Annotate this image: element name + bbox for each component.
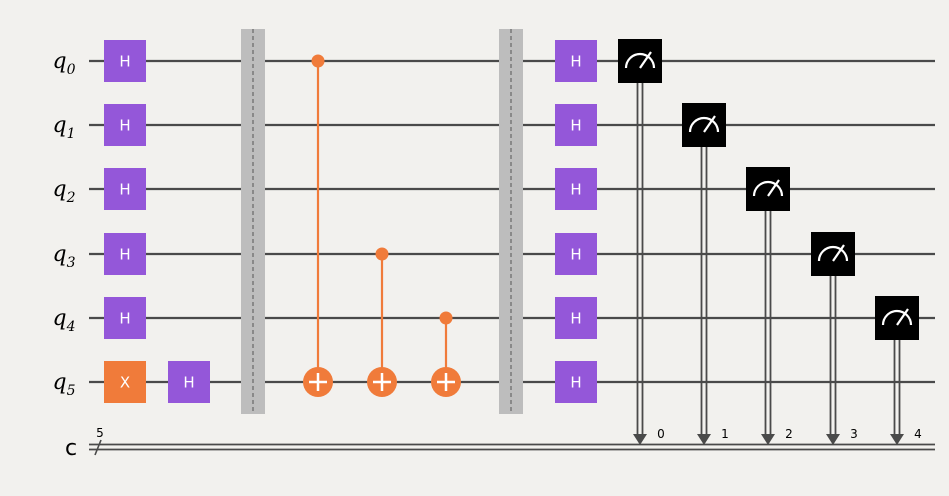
meter-arc-icon [624,52,656,69]
barrier [499,29,523,414]
h-gate-q3: H [555,233,597,275]
meter-needle-icon [767,179,780,197]
meter-needle-icon [832,244,845,262]
x-gate-box [104,361,146,403]
h-gate-box [555,233,597,275]
h-gate-q2: H [104,168,146,210]
h-gate-q5: H [555,361,597,403]
measure-gate-q2: 2 [746,167,793,445]
h-gate-label: H [570,374,581,392]
measure-box [875,296,919,340]
cnot-gate-q3-q5 [367,247,397,397]
h-gate-label: H [119,117,130,135]
h-gate-box [104,40,146,82]
clbit-index-label: 0 [657,427,665,441]
h-gate-q1: H [104,104,146,146]
h-gate-label: H [183,374,194,392]
measure-arrow-icon [761,434,775,445]
qubit-label-3: q3 [52,242,75,271]
measure-gate-q1: 1 [682,103,729,445]
measure-arrow-icon [633,434,647,445]
measure-gate-q4: 4 [875,296,922,445]
h-gate-q0: H [104,40,146,82]
h-gate-q3: H [104,233,146,275]
cnot-gate-q4-q5 [431,311,461,397]
cnot-control-dot [311,54,325,68]
h-gate-label: H [119,246,130,264]
clbit-index-label: 3 [850,427,858,441]
qubit-label-4: q4 [52,306,75,335]
x-gate-label: X [120,374,130,392]
measure-arrow-icon [890,434,904,445]
meter-arc-icon [881,309,913,326]
qubit-label-2: q2 [52,177,75,206]
clbit-index-label: 1 [721,427,729,441]
h-gate-box [104,233,146,275]
h-gate-q5: H [168,361,210,403]
h-gate-box [104,168,146,210]
h-gate-q4: H [104,297,146,339]
meter-needle-icon [896,308,909,326]
h-gate-box [168,361,210,403]
register-labels: q0 q1 q2 q3 q4 q5 c 5 [52,49,103,461]
measure-gate-q3: 3 [811,232,858,445]
h-gate-label: H [119,53,130,71]
h-gate-label: H [570,181,581,199]
operations-layer: H H H H H X H H H H H H H 0 1 2 3 4 [104,29,922,445]
h-gate-label: H [570,117,581,135]
x-gate-q5: X [104,361,146,403]
qubit-label-1: q1 [52,113,75,142]
h-gate-q4: H [555,297,597,339]
h-gate-box [555,40,597,82]
h-gate-box [555,361,597,403]
meter-arc-icon [752,180,784,197]
h-gate-q1: H [555,104,597,146]
h-gate-box [555,104,597,146]
clbit-index-label: 4 [914,427,922,441]
clbit-index-label: 2 [785,427,793,441]
h-gate-box [104,104,146,146]
h-gate-label: H [119,310,130,328]
measure-box [746,167,790,211]
classical-bundle-slash [94,439,102,456]
measure-box [618,39,662,83]
barrier [241,29,265,414]
h-gate-label: H [570,246,581,264]
h-gate-box [104,297,146,339]
h-gate-label: H [570,310,581,328]
meter-needle-icon [703,115,716,133]
h-gate-box [555,168,597,210]
h-gate-q0: H [555,40,597,82]
qubit-label-0: q0 [52,49,75,78]
measure-gate-q0: 0 [618,39,665,445]
h-gate-label: H [119,181,130,199]
h-gate-label: H [570,53,581,71]
classical-register-label: c [65,436,77,461]
measure-arrow-icon [697,434,711,445]
meter-needle-icon [639,51,652,69]
h-gate-box [555,297,597,339]
cnot-control-dot [439,311,453,325]
measure-arrow-icon [826,434,840,445]
classical-register-size: 5 [96,426,104,440]
measure-box [682,103,726,147]
meter-arc-icon [688,116,720,133]
cnot-control-dot [375,247,389,261]
h-gate-q2: H [555,168,597,210]
qubit-label-5: q5 [52,370,75,399]
measure-box [811,232,855,276]
cnot-gate-q0-q5 [303,54,333,397]
meter-arc-icon [817,245,849,262]
